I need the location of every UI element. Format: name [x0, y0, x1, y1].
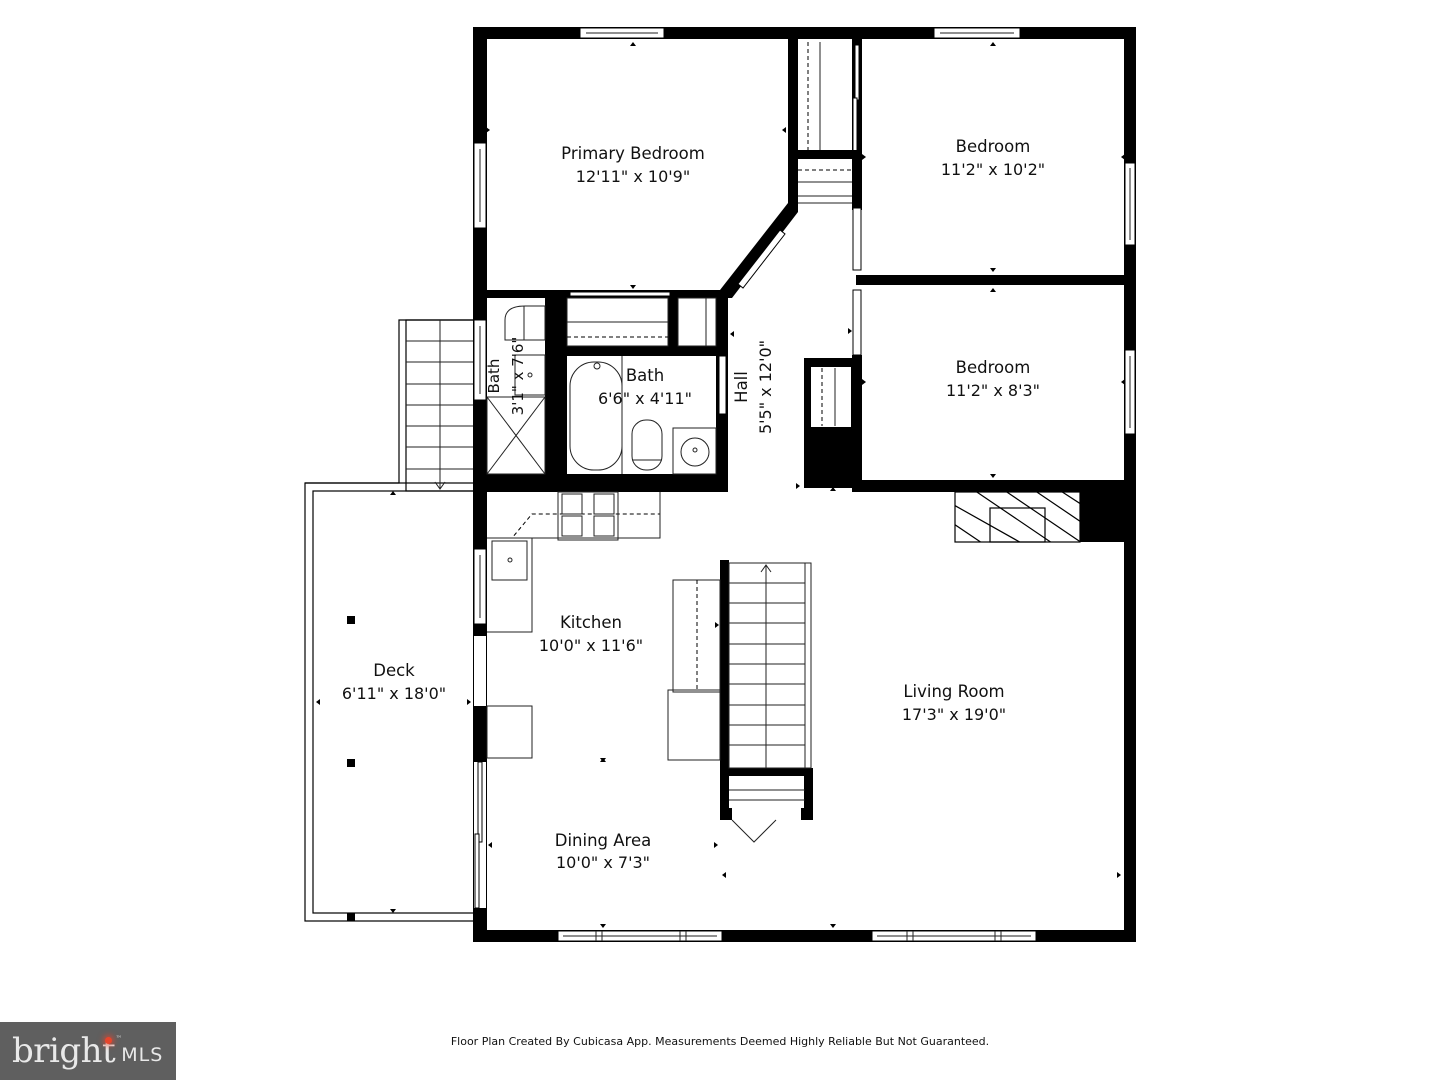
sink — [491, 540, 528, 581]
room-dims-hall: 5'5" x 12'0" — [756, 340, 775, 434]
room-dims-bedroom-1: 11'2" x 10'2" — [941, 160, 1045, 179]
logo-word: bright — [12, 1031, 116, 1071]
deck-post — [347, 616, 355, 624]
logo-suffix: MLS — [121, 1044, 164, 1066]
small-bath-fixtures — [486, 305, 546, 475]
room-dims-dining-area: 10'0" x 7'3" — [556, 853, 650, 872]
fridge — [486, 705, 533, 759]
windows — [473, 27, 1136, 942]
main-bath-fixtures — [569, 356, 717, 475]
stove — [557, 491, 619, 541]
interior-stairs — [728, 562, 812, 843]
room-dims-deck: 6'11" x 18'0" — [342, 684, 446, 703]
deck-post — [347, 913, 355, 921]
room-labels: Primary Bedroom 12'11" x 10'9" Bedroom 1… — [342, 137, 1045, 872]
room-name-main-bath: Bath — [626, 366, 664, 385]
room-dims-primary-bedroom: 12'11" x 10'9" — [576, 167, 690, 186]
kitchen-fixtures — [486, 491, 721, 761]
dimension-markers — [316, 42, 1125, 928]
exterior-stairs — [305, 319, 475, 492]
room-dims-small-bath: 3'1" x 7'6" — [509, 337, 527, 416]
room-name-bedroom-2: Bedroom — [956, 358, 1031, 377]
fireplace — [954, 491, 1081, 543]
room-name-hall: Hall — [732, 371, 751, 403]
room-dims-living-room: 17'3" x 19'0" — [902, 705, 1006, 724]
logo-spark-icon — [105, 1037, 113, 1044]
room-name-small-bath: Bath — [485, 359, 503, 394]
room-name-kitchen: Kitchen — [560, 613, 622, 632]
deck-post — [347, 759, 355, 767]
logo-trademark: ™ — [115, 1035, 122, 1042]
room-name-bedroom-1: Bedroom — [956, 137, 1031, 156]
closet-shelving — [566, 42, 852, 347]
room-name-primary-bedroom: Primary Bedroom — [561, 144, 705, 163]
disclaimer-label: Floor Plan Created By Cubicasa App. Meas… — [450, 1035, 990, 1048]
room-name-dining-area: Dining Area — [555, 831, 651, 850]
room-dims-bedroom-2: 11'2" x 8'3" — [946, 381, 1040, 400]
room-name-deck: Deck — [373, 661, 415, 680]
interior-walls — [485, 38, 1136, 820]
room-dims-main-bath: 6'6" x 4'11" — [598, 389, 692, 408]
room-dims-kitchen: 10'0" x 11'6" — [539, 636, 643, 655]
room-name-living-room: Living Room — [903, 682, 1004, 701]
disclaimer-text: Floor Plan Created By Cubicasa App. Meas… — [0, 1035, 1440, 1048]
